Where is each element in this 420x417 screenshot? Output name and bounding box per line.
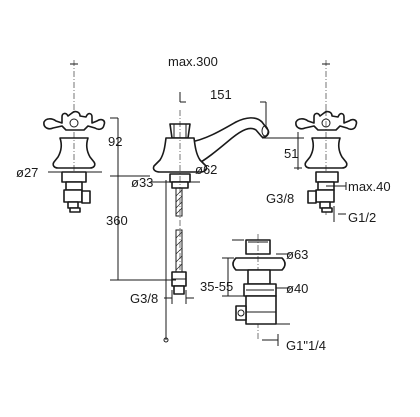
valve-outlet-thread-label: G1/2 (348, 210, 376, 225)
spout-reach-label: 151 (210, 87, 232, 102)
waste-adjust-range-label: 35-55 (200, 279, 233, 294)
right-cross-handle-valve (295, 110, 358, 222)
overall-width-dimension (70, 60, 330, 110)
valve-max-label: max.40 (348, 179, 391, 194)
max-width-label: max.300 (168, 54, 218, 69)
valve-thread-label: G3/8 (266, 191, 294, 206)
spout-height-dimension (262, 132, 304, 170)
waste-top-diameter-label: ø63 (286, 247, 308, 262)
inlet-thread-label: G3/8 (130, 291, 158, 306)
shank-diameter-label: ø33 (131, 175, 153, 190)
left-valve-diameter-label: ø27 (16, 165, 38, 180)
body-height-dimension (110, 117, 150, 177)
tail-length-label: 360 (106, 213, 128, 228)
body-height-label: 92 (108, 134, 122, 149)
waste-body-diameter-label: ø40 (286, 281, 308, 296)
body-base-diameter-label: ø62 (195, 162, 217, 177)
tail-length-dimension (110, 176, 176, 281)
pop-up-waste (222, 234, 290, 346)
central-spout-body (152, 92, 270, 343)
left-cross-handle-valve (43, 110, 106, 213)
spout-height-label: 51 (284, 146, 298, 161)
waste-thread-label: G1"1/4 (286, 338, 326, 353)
inlet-thread-dimension (164, 290, 194, 304)
